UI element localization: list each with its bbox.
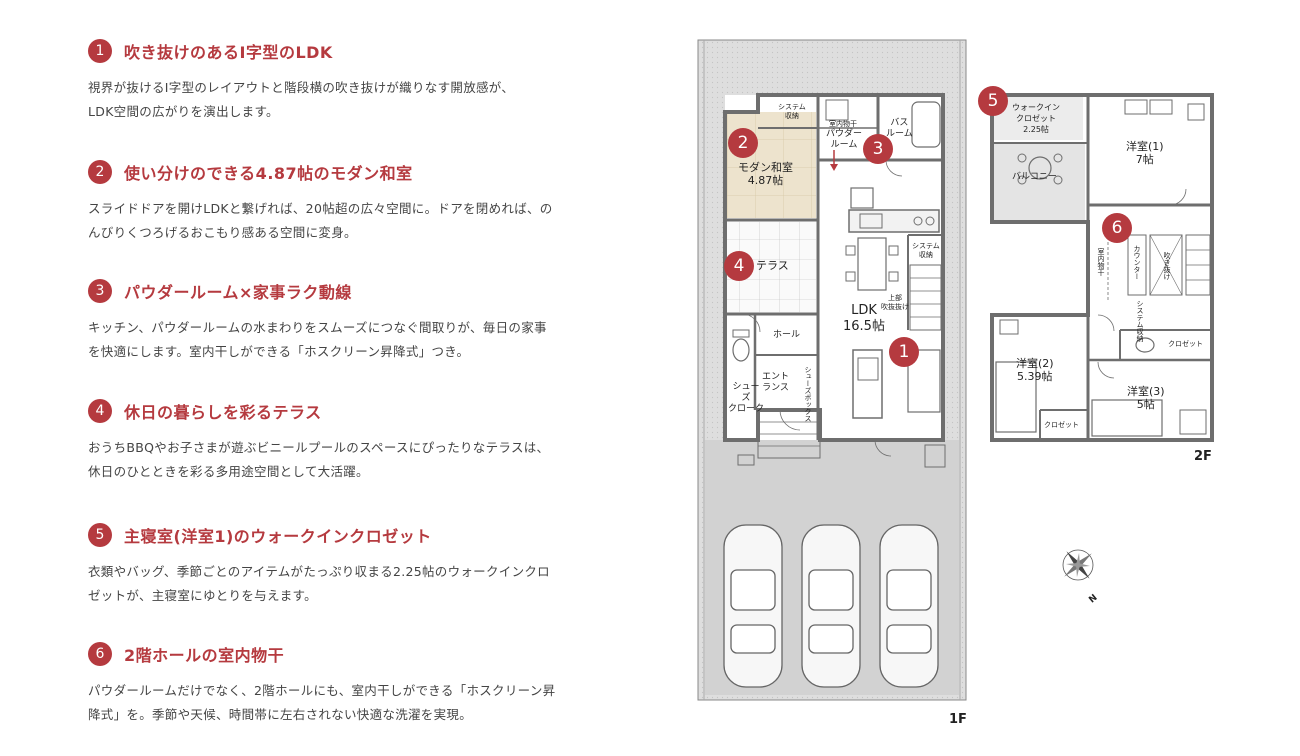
feature-description: パウダールームだけでなく、2階ホールにも、室内干しができる「ホスクリーン昇降式」… <box>88 683 556 722</box>
feature-number: 6 <box>88 642 112 666</box>
room-western-2: 洋室(2) 5.39帖 <box>1016 357 1054 383</box>
room-laundry: 室内物干 <box>829 120 857 128</box>
feature-number: 1 <box>88 39 112 63</box>
feature-6: 6 2階ホールの室内物干 パウダールームだけでなく、2階ホールにも、室内干しができ… <box>88 641 668 727</box>
feature-number: 2 <box>88 160 112 184</box>
room-bath: バス ルーム <box>886 118 913 139</box>
room-ldk: LDK 16.5帖 <box>843 303 885 334</box>
feature-title: 使い分けのできる4.87帖のモダン和室 <box>124 164 413 183</box>
room-closet-b: クロゼット <box>1044 421 1079 429</box>
building-2f <box>990 93 1214 442</box>
feature-5: 5 主寝室(洋室1)のウォークインクロゼット 衣類やバッグ、季節ごとのアイテムがた… <box>88 522 668 608</box>
room-closet-a: クロゼット <box>1168 340 1203 348</box>
room-system-storage: システム 収納 <box>778 103 806 120</box>
feature-number: 3 <box>88 279 112 303</box>
feature-4: 4 休日の暮らしを彩るテラス おうちBBQやお子さまが遊ぶビニールプールのスペース… <box>88 398 668 484</box>
room-terrace: テラス <box>756 259 789 272</box>
room-stair-void: 吹き抜け <box>1163 252 1171 280</box>
marker-1: 1 <box>889 337 919 367</box>
feature-description: 視界が抜けるI字型のレイアウトと階段横の吹き抜けが織りなす開放感が、LDK空間の… <box>88 80 515 119</box>
feature-number: 5 <box>88 523 112 547</box>
floor-1f-label: 1F <box>949 712 967 727</box>
room-shoes-box: シューズボックス <box>804 366 812 422</box>
room-system-storage-2f: システム収納 <box>1136 300 1144 342</box>
marker-6: 6 <box>1102 213 1132 243</box>
feature-description: 衣類やバッグ、季節ごとのアイテムがたっぷり収まる2.25帖のウォークインクロゼッ… <box>88 564 550 603</box>
room-western-1: 洋室(1) 7帖 <box>1126 140 1164 166</box>
room-washitsu: モダン和室 4.87帖 <box>738 161 793 187</box>
feature-number: 4 <box>88 399 112 423</box>
feature-description: おうちBBQやお子さまが遊ぶビニールプールのスペースにぴったりなテラスは、休日の… <box>88 440 550 479</box>
room-western-3: 洋室(3) 5帖 <box>1127 385 1165 411</box>
room-walkin-closet: ウォークイン クロゼット 2.25帖 <box>1012 103 1060 134</box>
feature-description: スライドドアを開けLDKと繋げれば、20帖超の広々空間に。ドアを閉めれば、のんび… <box>88 201 553 240</box>
laundry-arrow <box>830 150 838 171</box>
room-system-storage-2: システム 収納 <box>912 242 940 259</box>
compass-icon <box>1062 549 1094 581</box>
feature-title: 休日の暮らしを彩るテラス <box>124 403 322 422</box>
floor-2f-label: 2F <box>1194 449 1212 464</box>
room-balcony: バルコニー <box>1012 172 1057 182</box>
marker-2: 2 <box>728 128 758 158</box>
room-laundry-2f: 室内物干 <box>1097 248 1105 276</box>
marker-4: 4 <box>724 251 754 281</box>
room-powder: パウダー ルーム <box>826 129 863 150</box>
parking-cars <box>723 524 939 688</box>
feature-1: 1 吹き抜けのあるI字型のLDK 視界が抜けるI字型のレイアウトと階段横の吹き抜け… <box>88 38 668 124</box>
room-void: 上部 吹抜抜け <box>881 294 909 311</box>
feature-title: 吹き抜けのあるI字型のLDK <box>124 43 333 62</box>
room-counter: カウンター <box>1133 245 1141 280</box>
feature-description: キッチン、パウダールームの水まわりをスムーズにつなぐ間取りが、毎日の家事を快適に… <box>88 320 547 359</box>
room-entrance: エント ランス <box>762 372 790 393</box>
feature-2: 2 使い分けのできる4.87帖のモダン和室 スライドドアを開けLDKと繋げれば、2… <box>88 159 668 245</box>
feature-3: 3 パウダールーム×家事ラク動線 キッチン、パウダールームの水まわりをスムーズにつ… <box>88 278 668 364</box>
feature-title: 2階ホールの室内物干 <box>124 646 285 665</box>
feature-title: パウダールーム×家事ラク動線 <box>124 283 352 302</box>
room-shoes-cloak: シュー ズ クローク <box>728 382 765 414</box>
marker-5: 5 <box>978 86 1008 116</box>
feature-title: 主寝室(洋室1)のウォークインクロゼット <box>124 527 432 546</box>
room-hall: ホール <box>773 330 801 340</box>
marker-3: 3 <box>863 134 893 164</box>
